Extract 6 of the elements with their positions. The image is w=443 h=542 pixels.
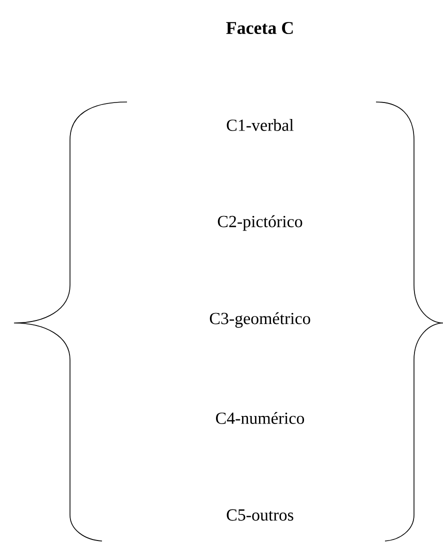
facet-label: C2-pictórico [218,215,302,231]
title: Faceta C [226,22,293,34]
facet-label: C1-verbal [226,119,294,131]
facet-label: C3-geométrico [210,312,310,328]
facet-label: C5-outros [226,509,294,521]
facet-label: C4-numérico [216,412,304,424]
